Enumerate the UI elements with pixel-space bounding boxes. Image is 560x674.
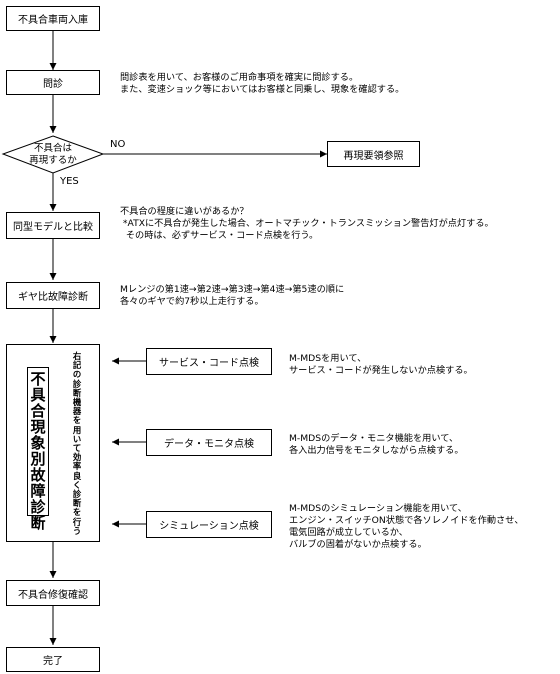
decision-line2: 再現するか bbox=[29, 155, 77, 166]
decision-line1: 不具合は bbox=[33, 143, 72, 154]
note-interview: 問診表を用いて、お客様のご用命事項を確実に問診する。 また、変速ショック等におい… bbox=[120, 72, 405, 95]
step-complete: 完了 bbox=[6, 647, 100, 672]
step-compare-model: 同型モデルと比較 bbox=[6, 212, 100, 239]
vert-char: て bbox=[72, 443, 82, 454]
decision-label: 不具合は 再現するか bbox=[13, 143, 93, 167]
title-char: 不 bbox=[30, 370, 46, 388]
vert-char: 診 bbox=[72, 489, 82, 500]
step-vehicle-intake: 不具合車両入庫 bbox=[6, 6, 100, 31]
vert-char: を bbox=[72, 415, 82, 426]
title-char: 断 bbox=[30, 514, 46, 532]
vert-char: 良 bbox=[72, 470, 82, 481]
vert-char: い bbox=[72, 433, 82, 444]
vert-char: 機 bbox=[72, 397, 82, 408]
service-code-check-desc: M-MDSを用いて、 サービス・コードが発生しないか点検する。 bbox=[289, 353, 473, 376]
service-code-check-box: サービス・コード点検 bbox=[146, 348, 272, 375]
data-monitor-check-desc: M-MDSのデータ・モニタ機能を用いて、 各入出力信号をモニタしながら点検する。 bbox=[289, 433, 464, 456]
yes-label: YES bbox=[60, 176, 79, 187]
symptom-diagnosis-frame bbox=[6, 344, 100, 542]
vert-char: を bbox=[72, 507, 82, 518]
no-label: NO bbox=[110, 139, 126, 150]
title-char: 診 bbox=[30, 498, 46, 516]
simulation-check-desc: M-MDSのシミュレーション機能を用いて、 エンジン・スイッチON状態で各ソレノ… bbox=[289, 503, 524, 550]
vert-char: 効 bbox=[72, 452, 82, 463]
title-char: 象 bbox=[30, 434, 46, 452]
symptom-diagnosis-title: 不 具 合 現 象 別 故 障 診 断 bbox=[27, 367, 49, 531]
vert-char: 率 bbox=[72, 461, 82, 472]
vert-char: の bbox=[72, 369, 82, 380]
reproduce-procedure-box: 再現要領参照 bbox=[327, 141, 420, 167]
note-gear: Mレンジの第1速→第2速→第3速→第4速→第5速の順に 各々のギヤで約7秒以上走… bbox=[120, 284, 345, 307]
vert-char: 用 bbox=[72, 424, 82, 435]
title-char: 故 bbox=[30, 466, 46, 484]
vert-char: 右 bbox=[72, 351, 82, 361]
vert-char: う bbox=[72, 525, 82, 536]
title-char: 障 bbox=[30, 482, 46, 500]
title-char: 現 bbox=[30, 418, 46, 436]
vertical-instruction: 右 記 の 診 断 機 器 を 用 い て 効 率 良 く 診 断 を 行 う bbox=[71, 351, 83, 536]
vert-char: 行 bbox=[72, 516, 82, 527]
step-repair-confirm: 不具合修復確認 bbox=[6, 580, 100, 606]
title-char: 別 bbox=[30, 450, 46, 468]
simulation-check-box: シミュレーション点検 bbox=[146, 511, 272, 538]
note-compare: 不具合の程度に違いがあるか？ *ATXに不具合が発生した場合、オートマチック・ト… bbox=[120, 206, 494, 241]
title-char: 具 bbox=[30, 386, 46, 404]
step-gear-ratio-diagnosis: ギヤ比故障診断 bbox=[6, 282, 100, 309]
vert-char: 断 bbox=[72, 387, 82, 398]
vert-char: 記 bbox=[72, 360, 82, 371]
data-monitor-check-box: データ・モニタ点検 bbox=[146, 429, 272, 456]
vert-char: 断 bbox=[72, 498, 82, 509]
vert-char: く bbox=[72, 479, 82, 490]
step-interview: 問診 bbox=[6, 70, 100, 95]
title-char: 合 bbox=[30, 402, 46, 420]
vert-char: 診 bbox=[72, 378, 82, 389]
vert-char: 器 bbox=[72, 406, 82, 417]
